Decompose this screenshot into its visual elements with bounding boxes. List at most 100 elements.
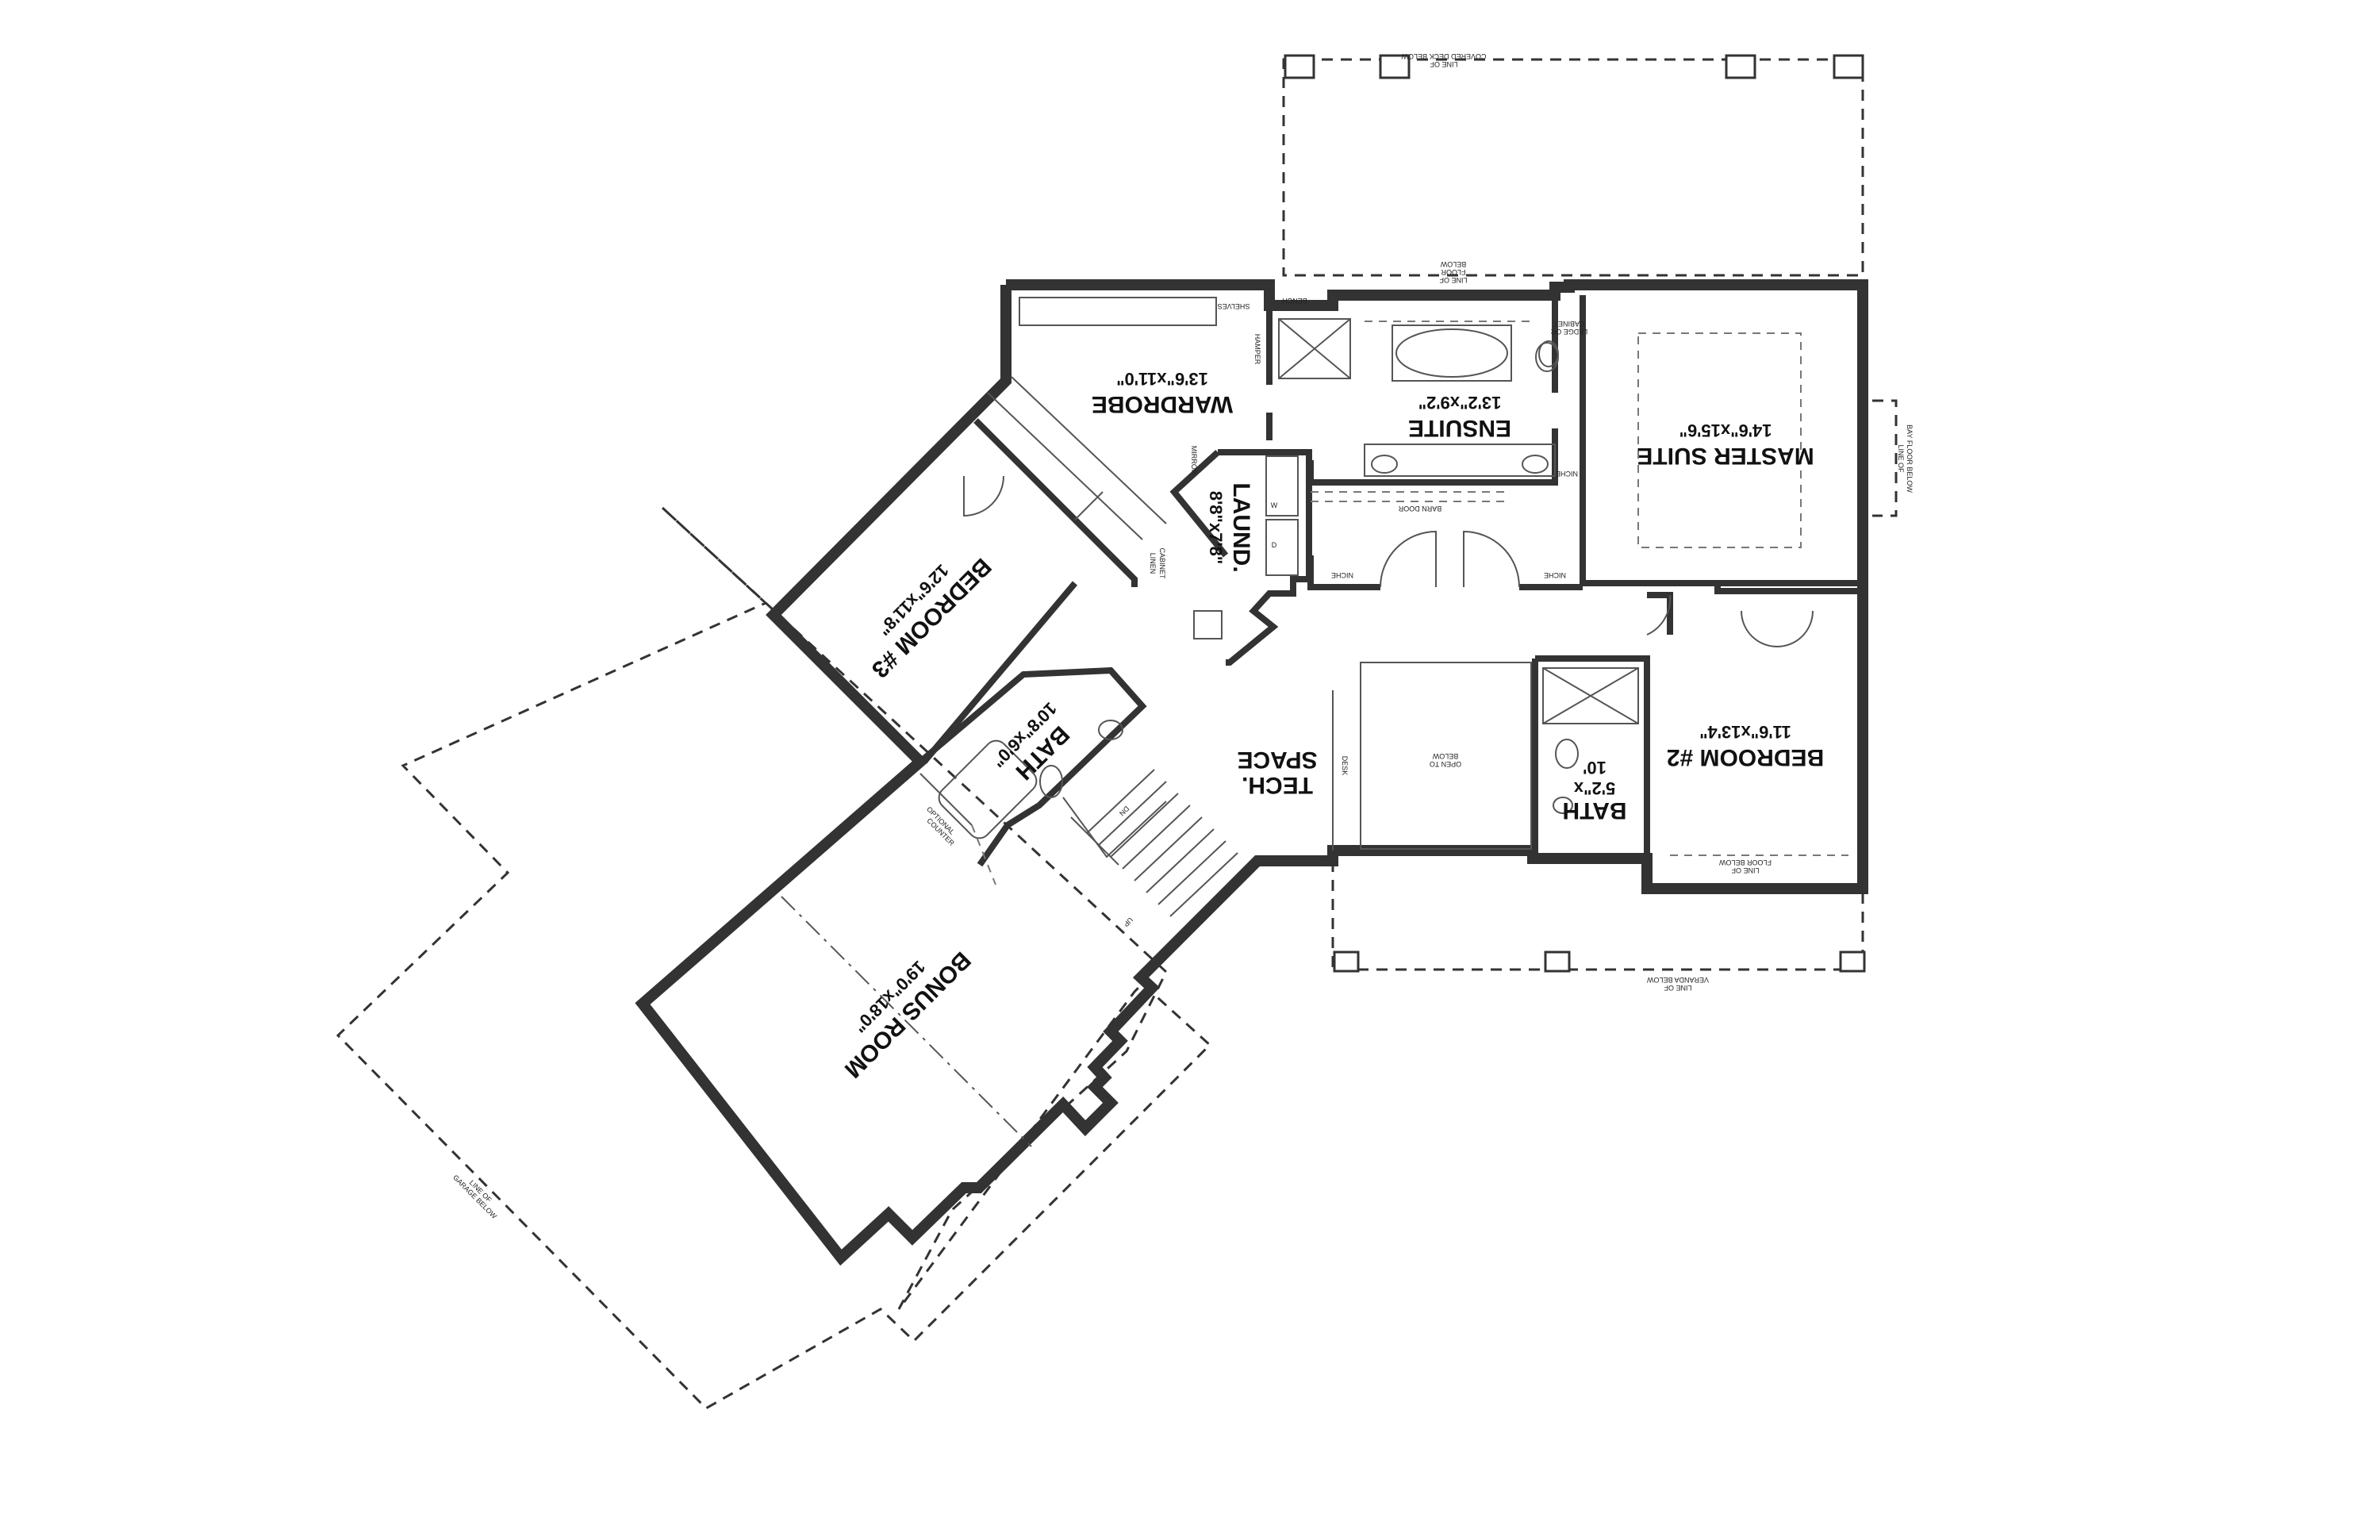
label-ledge: LEDGE OR <box>1550 328 1587 336</box>
shower <box>1278 318 1351 379</box>
label-floor: FLOOR <box>1441 268 1466 276</box>
note-floor-below-line: LINE OF <box>1731 866 1760 874</box>
label-niche: NICHE <box>1331 571 1353 579</box>
covered-deck-outline <box>1282 58 1864 277</box>
toilet-icon <box>1039 765 1063 798</box>
room-name: BEDROOM #2 <box>1667 744 1824 770</box>
stairs <box>1062 769 1238 917</box>
label-dn: DN <box>1118 805 1130 817</box>
room-name: LAUND. <box>1228 482 1254 572</box>
label-shelves: SHELVES <box>1218 302 1250 310</box>
label-below: BELOW <box>1440 260 1466 268</box>
label-linen-cabinet: CABINET <box>1158 547 1166 579</box>
toilet-icon <box>1555 739 1579 769</box>
room-master-suite: MASTER SUITE 14'6"x15'6" <box>1637 421 1814 469</box>
label-up: UP <box>1122 916 1134 928</box>
room-name: BATH <box>1562 797 1626 824</box>
room-laundry: LAUND. 8'8"x7'8" <box>1206 482 1254 572</box>
room-bath-2: BATH 5'2"x 10' <box>1562 758 1626 824</box>
room-dimension: 5'2"x <box>1573 778 1615 798</box>
room-ensuite: ENSUITE 13'2"x9'2" <box>1408 393 1511 441</box>
label-niche: NICHE <box>1544 571 1566 579</box>
label-hamper: HAMPER <box>1253 334 1261 365</box>
room-dimension: 11'6"x13'4" <box>1699 722 1791 742</box>
room-dimension: 8'8"x7'8" <box>1206 491 1226 565</box>
veranda-post <box>1333 950 1360 973</box>
room-labels: WARDROBE 13'6"x11'0" ENSUITE 13'2"x9'2" … <box>839 369 1824 1083</box>
note-veranda: VERANDA BELOW <box>1646 976 1709 984</box>
deck-post <box>1284 54 1315 79</box>
room-name: SPACE <box>1237 747 1317 773</box>
room-tech-space: TECH. SPACE <box>1237 747 1317 798</box>
room-name: MASTER SUITE <box>1637 443 1814 469</box>
label-line-of: LINE OF <box>1439 276 1468 284</box>
sink-icon <box>1522 455 1549 474</box>
note-covered-deck: COVERED DECK BELOW <box>1401 52 1487 60</box>
bath2-wall <box>1535 655 1650 858</box>
walls <box>635 279 1868 1266</box>
sink-icon <box>1553 797 1573 814</box>
garage-outline <box>336 506 1212 1410</box>
fixture-labels: BENCH SHELVES LINE OF FLOOR BELOW LEDGE … <box>925 260 1587 928</box>
bedroom2-closet-door <box>1741 610 1814 647</box>
center-line <box>781 896 1032 1147</box>
deck-post <box>1379 54 1411 79</box>
bath2-shower <box>1542 667 1639 724</box>
veranda-post <box>1544 950 1571 973</box>
label-linen: LINEN <box>1149 553 1157 574</box>
bath1-wall <box>918 666 1147 867</box>
label-open-to: OPEN TO <box>1430 760 1461 768</box>
label-bench: BENCH <box>1282 297 1307 305</box>
label-below: BELOW <box>1432 752 1458 760</box>
room-name: WARDROBE <box>1092 391 1233 417</box>
note-floor-below: FLOOR BELOW <box>1718 858 1772 866</box>
toilet-icon <box>1538 340 1559 367</box>
room-name: TECH. <box>1242 772 1313 798</box>
label-cabinet: CABINET <box>1553 320 1585 328</box>
label-niche: NICHE <box>1556 470 1578 478</box>
tub <box>1395 328 1508 378</box>
interior-wall <box>1580 295 1863 586</box>
hall-wall <box>1307 555 1380 590</box>
bedroom3-wall <box>1108 553 1138 587</box>
veranda-outline <box>1331 861 1864 971</box>
deck-post <box>1833 54 1864 79</box>
sink-icon <box>1098 720 1123 740</box>
double-door-right <box>1463 530 1520 588</box>
label-d: D <box>1272 541 1277 549</box>
double-door-left <box>1380 530 1437 588</box>
room-dimension: 14'6"x15'6" <box>1679 421 1772 440</box>
below-outlines <box>336 54 1898 1410</box>
note-deck-line: LINE OF <box>1430 60 1458 68</box>
wardrobe-rod <box>1011 376 1167 524</box>
tub-frame <box>1392 325 1512 382</box>
label-w: W <box>1271 501 1278 509</box>
washer <box>1265 455 1299 517</box>
room-bedroom-3: BEDROOM #3 12'6"x11'8" <box>866 553 996 683</box>
veranda-post <box>1839 950 1866 973</box>
bedroom2-door <box>1646 594 1672 636</box>
room-bedroom-2: BEDROOM #2 11'6"x13'4" <box>1667 722 1824 770</box>
label-desk: DESK <box>1341 756 1349 776</box>
room-wardrobe: WARDROBE 13'6"x11'0" <box>1092 369 1233 417</box>
room-name: ENSUITE <box>1408 415 1511 441</box>
room-dimension: 13'6"x11'0" <box>1116 369 1208 389</box>
shower-x <box>1278 318 1351 379</box>
wardrobe-shelf <box>1019 297 1217 326</box>
label-mirror: MIRROR <box>1190 446 1198 475</box>
note-bay-line: LINE OF <box>1897 444 1905 473</box>
note-veranda-line: LINE OF <box>1664 984 1692 992</box>
laundry-wall <box>1169 450 1229 558</box>
dryer <box>1265 519 1299 576</box>
bed-outline <box>1637 332 1802 548</box>
deck-post <box>1725 54 1756 79</box>
bedroom3-wall <box>921 581 1078 764</box>
laundry-sink <box>1193 610 1223 639</box>
exterior-wall <box>635 279 1868 1266</box>
bay-floor-outline <box>1872 399 1898 517</box>
optional-counter <box>971 824 996 885</box>
label-barn-door: BARN DOOR <box>1398 505 1441 513</box>
room-dimension: 13'2"x9'2" <box>1418 393 1502 413</box>
